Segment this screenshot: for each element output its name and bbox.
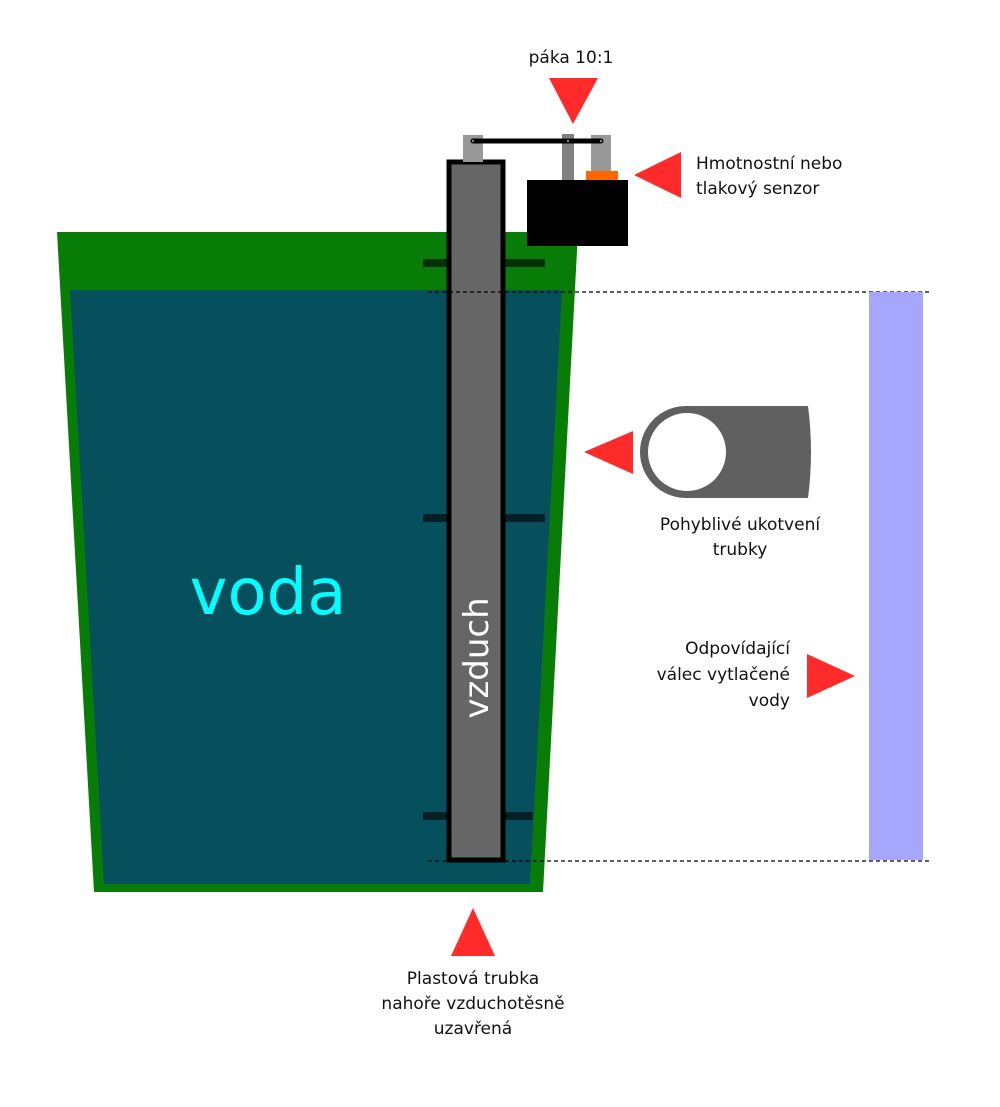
tube-label-line3: uzavřená bbox=[434, 1019, 512, 1039]
cylinder-label-line1: Odpovídající bbox=[685, 639, 791, 659]
anchor-label-line1: Pohyblivé ukotvení bbox=[660, 515, 821, 535]
tube-label-line2: nahoře vzduchotěsně bbox=[381, 994, 564, 1014]
anchor-hole bbox=[648, 413, 726, 491]
sensor-label-line1: Hmotnostní nebo bbox=[696, 154, 842, 174]
lever-pivot-post bbox=[562, 134, 574, 182]
arrow-lever bbox=[549, 78, 598, 124]
plastic-tube bbox=[446, 159, 506, 863]
cylinder-label-line2: válec vytlačené bbox=[657, 665, 790, 685]
sensor-label-line2: tlakový senzor bbox=[696, 179, 819, 199]
sensor-pad bbox=[586, 171, 618, 180]
arrow-tube bbox=[451, 908, 495, 956]
lever-label: páka 10:1 bbox=[529, 48, 614, 68]
air-label: vzduch bbox=[457, 597, 497, 718]
anchor-label-line2: trubky bbox=[713, 540, 768, 560]
arrow-anchor bbox=[584, 431, 633, 474]
arrow-cylinder bbox=[807, 654, 855, 698]
arrow-sensor bbox=[634, 152, 681, 198]
displaced-water-cylinder bbox=[869, 292, 923, 860]
sensor-body bbox=[527, 180, 628, 246]
sensor-post bbox=[591, 135, 611, 172]
cylinder-label-line3: vody bbox=[749, 691, 790, 711]
tube-label-line1: Plastová trubka bbox=[407, 969, 539, 989]
water bbox=[70, 290, 562, 884]
water-label: voda bbox=[190, 556, 347, 630]
